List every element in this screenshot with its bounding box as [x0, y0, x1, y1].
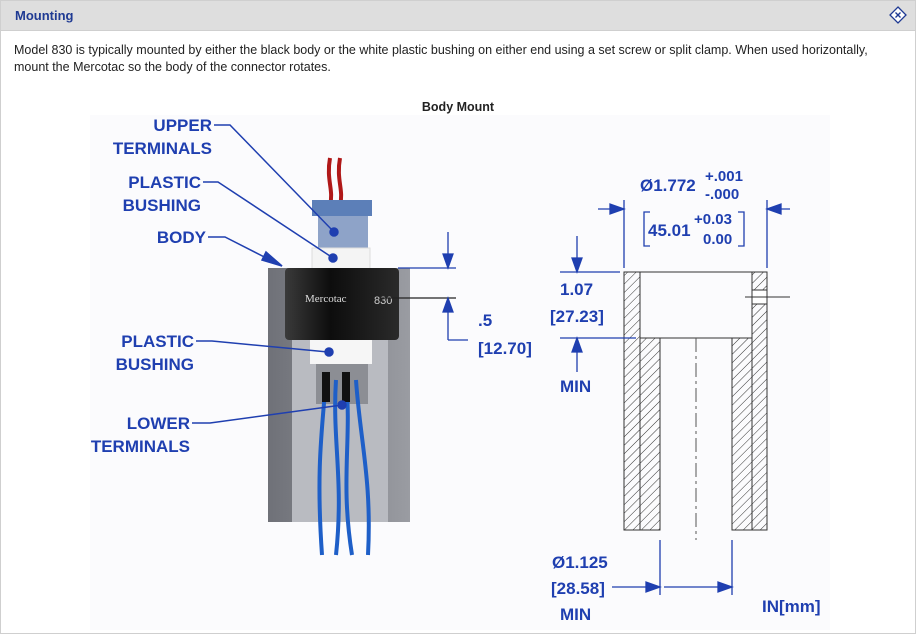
dim-offset-in: .5: [478, 311, 492, 330]
label-plastic-bushing-top-1: PLASTIC: [128, 173, 201, 192]
dim-outer-tol-plus-in: +.001: [705, 168, 743, 185]
dim-bore-dia-mm: [28.58]: [551, 579, 605, 598]
section-title: Mounting: [15, 8, 74, 23]
dim-outer-tol-plus-mm: +0.03: [694, 211, 732, 228]
dim-depth-note: MIN: [560, 377, 591, 396]
label-lower-terminals-1: LOWER: [127, 414, 190, 433]
dim-bore-dia-in: Ø1.125: [552, 553, 608, 572]
figure-title: Body Mount: [421, 100, 495, 114]
section-header[interactable]: Mounting: [1, 1, 915, 31]
units-label: IN[mm]: [762, 597, 821, 616]
dim-outer-dia-mm: 45.01: [648, 221, 691, 240]
label-plastic-bushing-bottom-1: PLASTIC: [121, 332, 194, 351]
section-description: Model 830 is typically mounted by either…: [14, 43, 868, 74]
label-upper-terminals-2: TERMINALS: [113, 139, 212, 158]
label-body: BODY: [157, 228, 207, 247]
model-marking: 830: [374, 295, 392, 307]
collapse-diamond-icon[interactable]: [889, 6, 907, 24]
label-plastic-bushing-top-2: BUSHING: [123, 196, 201, 215]
label-upper-terminals-1: UPPER: [153, 116, 212, 135]
dim-outer-tol-minus-in: -.000: [705, 186, 739, 203]
label-lower-terminals-2: TERMINALS: [91, 437, 190, 456]
label-plastic-bushing-bottom-2: BUSHING: [116, 355, 194, 374]
figure-background: [90, 115, 830, 630]
mount-section-drawing: [623, 271, 790, 540]
dim-outer-tol-minus-mm: 0.00: [703, 231, 732, 248]
dim-offset-mm: [12.70]: [478, 339, 532, 358]
dim-bore-note: MIN: [560, 605, 591, 624]
dim-outer-dia-in: Ø1.772: [640, 176, 696, 195]
connector-illustration: Mercotac 830: [268, 157, 410, 556]
brand-marking: Mercotac: [305, 293, 347, 305]
dim-depth-mm: [27.23]: [550, 307, 604, 326]
dim-depth-in: 1.07: [560, 280, 593, 299]
